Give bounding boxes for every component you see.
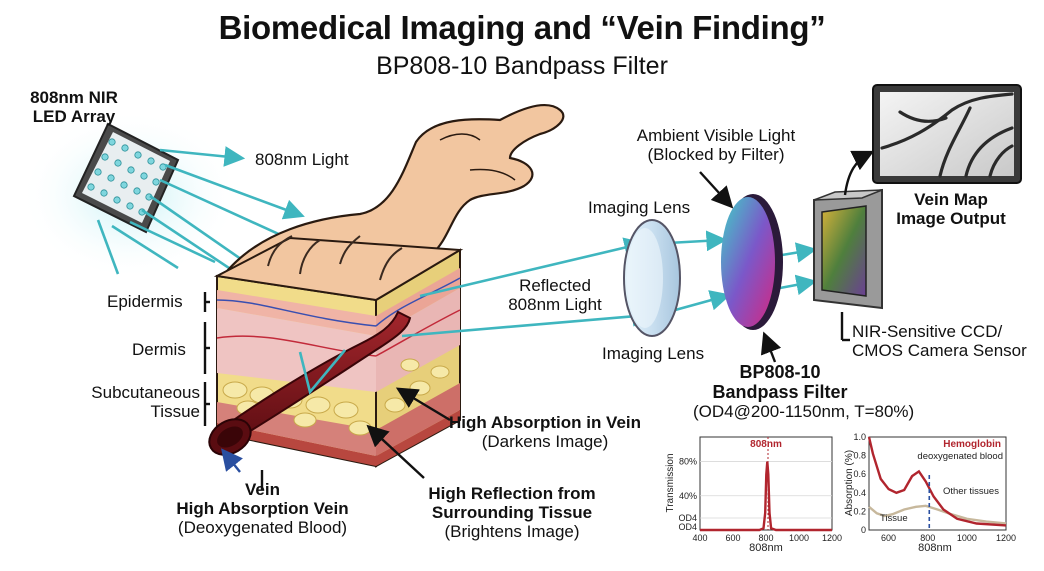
page-title: Biomedical Imaging and “Vein Finding”	[218, 9, 826, 46]
chart2-xlabel: 808nm	[918, 542, 952, 554]
vein-label: Vein High Absorption Vein (Deoxygenated …	[176, 480, 349, 538]
page-subtitle: BP808-10 Bandpass Filter	[376, 52, 668, 80]
vein-map-screen	[872, 84, 1022, 184]
chart2-xtick: 600	[881, 533, 896, 543]
chart1-ytick: 40%	[679, 491, 697, 501]
imaging-lens	[623, 219, 681, 337]
chart2-xtick: 1200	[996, 533, 1016, 543]
reflected-rays	[298, 230, 818, 395]
chart2-ylabel: Absorption (%)	[844, 450, 855, 516]
vein	[208, 310, 412, 456]
chart1-ytick: OD4	[678, 513, 697, 523]
led-array-label: 808nm NIR LED Array	[30, 88, 118, 127]
chart2-ytick: 0.6	[853, 469, 866, 479]
tissue-label: Tissue	[880, 513, 908, 524]
sensor-label: NIR-Sensitive CCD/ CMOS Camera Sensor	[852, 322, 1027, 361]
imaging-lens-top-label: Imaging Lens	[588, 198, 691, 217]
absorption-chart: Hemoglobin deoxygenated blood Other tiss…	[844, 432, 1016, 554]
bandpass-filter	[721, 194, 783, 330]
chart1-title: 808nm	[750, 439, 782, 450]
chart1-xtick: 800	[758, 533, 773, 543]
absorption-label: High Absorption in Vein (Darkens Image)	[448, 413, 642, 452]
chart1-xtick: 1200	[822, 533, 842, 543]
chart1-ytick: OD4	[678, 522, 697, 532]
hemoglobin-label: Hemoglobin	[943, 439, 1001, 450]
subcutaneous-label: Subcutaneous Tissue	[91, 383, 200, 422]
transmission-curve	[700, 461, 832, 532]
chart1-ylabel: Transmission	[665, 453, 676, 512]
reflected-light-label: Reflected 808nm Light	[508, 276, 602, 315]
chart1-ytick: 80%	[679, 457, 697, 467]
vein-arrow	[221, 448, 243, 473]
chart2-ytick: 0.4	[853, 488, 866, 498]
tissue-curve	[868, 504, 1007, 525]
transmission-chart: 808nm Transmission 808nm 400 600 800 1000 12…	[665, 436, 842, 554]
imaging-lens-bottom-label: Imaging Lens	[602, 344, 705, 363]
led-array	[72, 122, 180, 234]
filter-label: BP808-10 Bandpass Filter (OD4@200-1150nm…	[693, 362, 915, 422]
ambient-light-label: Ambient Visible Light (Blocked by Filter…	[636, 126, 796, 165]
chart2-ytick: 1.0	[853, 432, 866, 442]
hemoglobin-curve	[867, 436, 1007, 527]
chart2-xtick: 1000	[957, 533, 977, 543]
chart1-xlabel: 808nm	[749, 542, 783, 554]
callout-arrows	[203, 150, 875, 490]
light-label: 808nm Light	[255, 150, 349, 169]
vein-map-label: Vein Map Image Output	[896, 190, 1006, 229]
reflection-label: High Reflection from Surrounding Tissue …	[428, 484, 596, 542]
chart2-xtick: 800	[920, 533, 935, 543]
other-tissues-label: Other tissues	[943, 486, 999, 497]
skin-block	[213, 235, 464, 468]
hand	[225, 103, 565, 278]
deoxygenated-label: deoxygenated blood	[917, 451, 1003, 462]
dermis-label: Dermis	[132, 340, 186, 359]
chart2-ytick: 0.2	[853, 506, 866, 516]
chart2-ytick: 0.8	[853, 451, 866, 461]
epidermis-label: Epidermis	[107, 292, 183, 311]
chart1-xtick: 1000	[789, 533, 809, 543]
chart1-xtick: 400	[692, 533, 707, 543]
chart2-ytick: 0	[861, 525, 866, 535]
camera-sensor	[813, 188, 883, 310]
chart1-xtick: 600	[725, 533, 740, 543]
